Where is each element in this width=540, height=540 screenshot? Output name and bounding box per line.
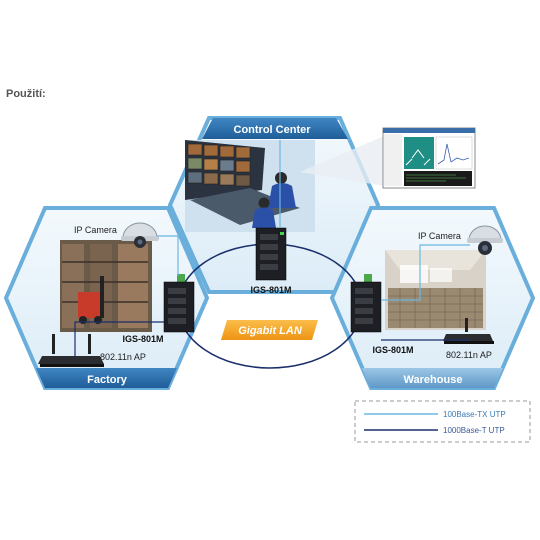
control-center-title: Control Center bbox=[234, 124, 312, 136]
factory-photo bbox=[60, 240, 152, 332]
warehouse-switch-label: IGS-801M bbox=[372, 345, 413, 355]
control-room-photo bbox=[185, 140, 315, 232]
warehouse-access-point bbox=[443, 318, 494, 344]
gigabit-lan-badge bbox=[221, 320, 318, 340]
warehouse-ip-camera bbox=[467, 225, 503, 255]
warehouse-switch bbox=[350, 274, 382, 333]
gigabit-lan-label: Gigabit LAN bbox=[238, 325, 303, 337]
page-heading: Použití: bbox=[6, 88, 46, 100]
factory-title-bar bbox=[36, 368, 177, 388]
legend-t-label: 1000Base-T UTP bbox=[443, 426, 505, 435]
control-center-title-bar bbox=[202, 118, 348, 139]
legend-box bbox=[354, 400, 531, 443]
management-software-screenshot bbox=[382, 127, 476, 189]
factory-access-point bbox=[38, 334, 104, 367]
factory-title: Factory bbox=[87, 374, 128, 386]
warehouse-photo bbox=[385, 250, 486, 330]
warehouse-title: Warehouse bbox=[404, 374, 463, 386]
factory-ap-label: 802.11n AP bbox=[100, 352, 146, 362]
warehouse-camera-label: IP Camera bbox=[418, 231, 461, 241]
monitor-beam bbox=[300, 136, 384, 186]
factory-camera-label: IP Camera bbox=[74, 225, 117, 235]
legend-tx-label: 100Base-TX UTP bbox=[443, 410, 506, 419]
warehouse-title-bar bbox=[362, 368, 503, 388]
control-center-switch-label: IGS-801M bbox=[250, 285, 291, 295]
factory-ip-camera bbox=[121, 222, 159, 248]
control-center-switch bbox=[255, 227, 287, 281]
factory-switch-label: IGS-801M bbox=[122, 334, 163, 344]
uplink-lines bbox=[74, 140, 470, 356]
factory-switch bbox=[163, 274, 195, 333]
warehouse-ap-label: 802.11n AP bbox=[446, 350, 492, 360]
